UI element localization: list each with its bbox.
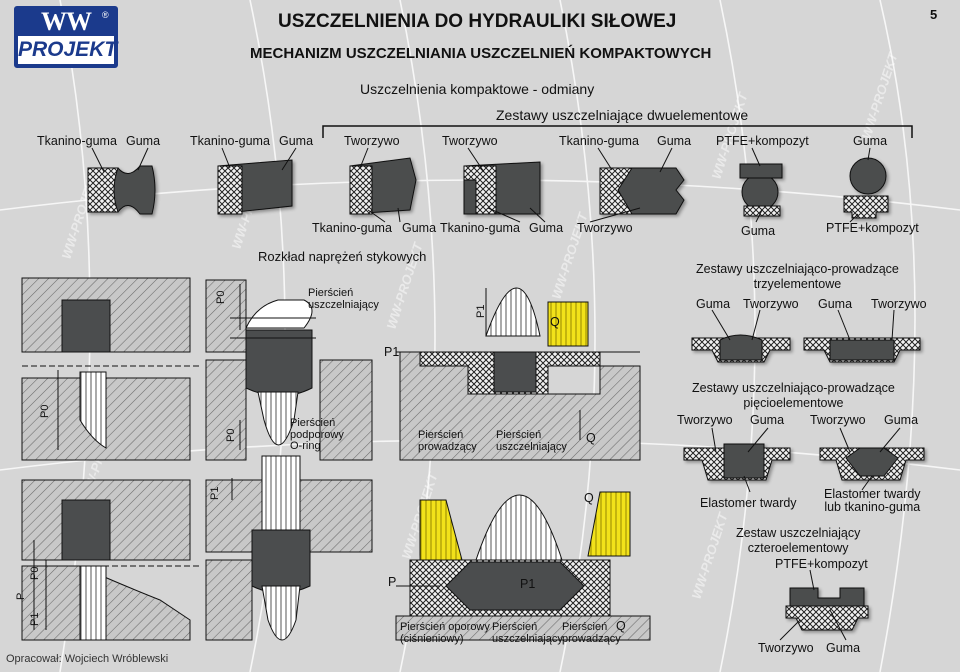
top-leaders <box>91 147 871 223</box>
top-label: Tworzywo <box>344 134 400 148</box>
quad-bottom-label: Tworzywo <box>758 641 814 655</box>
quad-bottom-label: Guma <box>826 641 861 655</box>
lower-label: Tkanino-guma <box>440 221 520 235</box>
quad-top-label: PTFE+kompozyt <box>775 557 868 571</box>
triple-label: Tworzywo <box>871 297 927 311</box>
top-label: Guma <box>657 134 692 148</box>
seal-profile-4 <box>463 161 541 215</box>
triple-label: Guma <box>696 297 731 311</box>
force-q-label: Q <box>550 315 560 329</box>
force-q-label: Q <box>616 619 626 633</box>
triple-label: Guma <box>818 297 853 311</box>
five-bottom-left-label: Elastomer twardy <box>700 496 797 510</box>
triple-sets-title: Zestawy uszczelniająco-prowadzące trzyel… <box>696 262 899 291</box>
sealing-ring-annotation-3: Pierścień uszczelniający <box>492 621 563 645</box>
top-label: Guma <box>853 134 888 148</box>
quad-set <box>785 587 869 631</box>
seal-profile-7 <box>843 157 889 219</box>
triple-set-1 <box>691 334 791 363</box>
watermark-text: WW-PROJEKT <box>859 50 901 141</box>
five-set-1 <box>683 443 791 481</box>
lower-center-section <box>395 491 651 641</box>
top-label: Tkanino-guma <box>559 134 639 148</box>
guide-ring-annotation-2: Pierścień prowadzący <box>562 621 621 645</box>
lower-label: Tworzywo <box>577 221 633 235</box>
top-label: Guma <box>126 134 161 148</box>
seal-profile-3 <box>349 157 417 215</box>
five-label: Guma <box>750 413 785 427</box>
five-label: Tworzywo <box>810 413 866 427</box>
lower-label: PTFE+kompozyt <box>826 221 919 235</box>
seal-profile-5 <box>599 167 685 215</box>
pressure-p0-label: P0 <box>29 566 41 580</box>
sealing-ring-annotation: Pierścień uszczelniający <box>308 287 379 311</box>
pressure-p1-label: P1 <box>384 345 400 359</box>
mid-left-section <box>205 279 373 641</box>
support-ring-annotation: Pierścień podporowy O-ring <box>290 417 344 453</box>
top-label: PTFE+kompozyt <box>716 134 809 148</box>
force-q-label: Q <box>584 491 594 505</box>
triple-label: Tworzywo <box>743 297 799 311</box>
pressure-p1-label: P1 <box>520 577 536 591</box>
logo-registered-mark: ® <box>102 10 109 20</box>
five-label: Tworzywo <box>677 413 733 427</box>
triple-set-2 <box>803 337 921 363</box>
backup-ring-annotation: Pierścień oporowy (ciśnieniowy) <box>400 621 490 645</box>
stress-title: Rozkład naprężeń stykowych <box>258 249 427 264</box>
five-label: Guma <box>884 413 919 427</box>
seal-profile-2 <box>217 159 293 215</box>
footer-credit: Opracował: Wojciech Wróblewski <box>6 653 169 665</box>
guide-ring-annotation: Pierścień prowadzący <box>418 429 477 453</box>
dual-sets-bracket <box>322 125 913 138</box>
lower-label: Guma <box>529 221 564 235</box>
section-title: Uszczelnienia kompaktowe - odmiany <box>360 81 595 97</box>
five-set-2 <box>819 447 925 481</box>
seal-profile-1 <box>87 165 156 215</box>
logo-bottom-text: PROJEKT <box>18 36 117 64</box>
force-q-label: Q <box>586 431 596 445</box>
lower-label: Guma <box>402 221 437 235</box>
left-housing <box>21 277 200 641</box>
five-bottom-right-label: Elastomer twardy lub tkanino-guma <box>824 487 921 515</box>
pressure-p0-label: P0 <box>215 290 227 304</box>
watermark-text: WW-PROJEKT <box>689 510 731 601</box>
ww-projekt-logo: WW ® PROJEKT <box>14 6 118 68</box>
sealing-ring-annotation-2: Pierścień uszczelniający <box>496 429 567 453</box>
pressure-p0-label: P0 <box>39 404 51 418</box>
page-title: USZCZELNIENIA DO HYDRAULIKI SIŁOWEJ <box>278 11 677 32</box>
top-label: Tkanino-guma <box>190 134 270 148</box>
pressure-p1-label: P1 <box>209 486 221 500</box>
top-label: Guma <box>279 134 314 148</box>
quad-set-title: Zestaw uszczelniający czteroelementowy <box>736 526 861 555</box>
seal-profile-6 <box>739 163 783 217</box>
top-label: Tworzywo <box>442 134 498 148</box>
pressure-p-label: P <box>15 592 27 600</box>
logo-top-text: WW <box>41 7 92 36</box>
pressure-p1-label: P1 <box>29 612 41 626</box>
top-label: Tkanino-guma <box>37 134 117 148</box>
page-number: 5 <box>930 7 938 22</box>
pressure-p0-label: P0 <box>225 428 237 442</box>
dual-sets-heading: Zestawy uszczelniające dwuelementowe <box>496 107 749 123</box>
dimension-lines <box>33 284 581 630</box>
five-sets-title: Zestawy uszczelniająco-prowadzące pięcio… <box>692 381 895 410</box>
lower-label: Guma <box>741 224 776 238</box>
right-leaders <box>711 309 901 641</box>
lower-label: Tkanino-guma <box>312 221 392 235</box>
page-subtitle: MECHANIZM USZCZELNIANIA USZCZELNIEŃ KOMP… <box>250 45 712 62</box>
pressure-p-label: P <box>388 575 397 589</box>
pressure-p1-label: P1 <box>475 304 487 318</box>
